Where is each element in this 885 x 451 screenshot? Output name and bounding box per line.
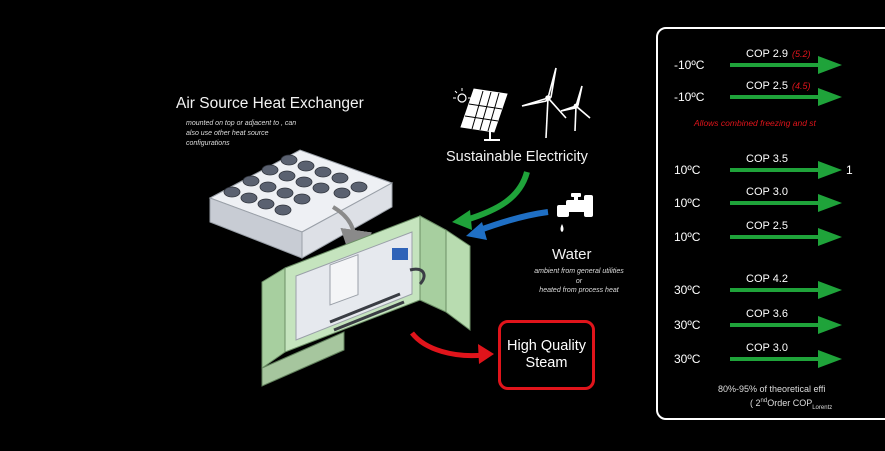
cop-arrow-head [818, 56, 842, 74]
cop-footer-line-2: ( 2ndOrder COPLorentz [750, 396, 832, 414]
wind-turbine-icon [521, 67, 591, 139]
water-note-line-1: ambient from general utilities [534, 268, 624, 275]
water-note: ambient from general utilities or heated… [520, 267, 638, 296]
steam-label: High Quality Steam [507, 338, 586, 371]
water-arrow [466, 209, 549, 240]
cop-value-label: COP 3.0 [746, 186, 788, 198]
steam-arrow [410, 331, 494, 364]
air-source-note: mounted on top or adjacent to , can also… [186, 120, 297, 147]
air-source-title: Air Source Heat Exchanger [176, 95, 364, 112]
cop-temp-label: 30ºC [674, 318, 701, 332]
cop-value-label: COP 3.0 [746, 342, 788, 354]
steam-output-box: High Quality Steam [498, 320, 595, 390]
water-title: Water [552, 246, 592, 263]
cop-value-label: COP 3.6 [746, 308, 788, 320]
cop-value-label: COP 2.9 [746, 48, 788, 60]
water-tap-icon [557, 193, 593, 232]
cop-value-label: COP 3.5 [746, 153, 788, 165]
cop-rows: -10ºC COP 2.9 (5.2) -10ºC COP 2.5 (4.5) Allows… [674, 48, 853, 368]
cop-arrow-head [818, 194, 842, 212]
heat-pump-container [261, 215, 471, 387]
cop-value-label: COP 2.5 [746, 80, 788, 92]
cop-temp-label: 30ºC [674, 352, 701, 366]
cop-temp-label: 30ºC [674, 283, 701, 297]
cop-arrow-head [818, 88, 842, 106]
cop-tail-label: 1 [846, 163, 853, 177]
electricity-arrow [452, 171, 530, 230]
solar-panel-icon [453, 88, 508, 141]
cop-temp-label: -10ºC [674, 90, 705, 104]
cop-alt-value: (5.2) [792, 49, 811, 59]
cop-alt-value: (4.5) [792, 81, 811, 91]
cop-temp-label: -10ºC [674, 58, 705, 72]
footer-sup: nd [760, 398, 768, 404]
cop-group-note: Allows combined freezing and st [693, 118, 817, 128]
cop-temp-label: 10ºC [674, 163, 701, 177]
electricity-title: Sustainable Electricity [446, 149, 588, 165]
cop-arrow-head [818, 316, 842, 334]
cop-footer-line-1: 80%-95% of theoretical effi [718, 384, 826, 394]
cop-value-label: COP 2.5 [746, 220, 788, 232]
cop-arrow-head [818, 228, 842, 246]
cop-panel: -10ºC COP 2.9 (5.2) -10ºC COP 2.5 (4.5) Allows… [656, 27, 885, 420]
footer-sub: Lorentz [812, 404, 833, 411]
water-note-line-3: heated from process heat [539, 287, 619, 294]
cop-temp-label: 10ºC [674, 230, 701, 244]
cop-arrow-head [818, 161, 842, 179]
footer-mid: Order COP [767, 398, 813, 408]
water-note-line-2: or [575, 277, 583, 285]
footer-pre: ( 2 [750, 398, 761, 408]
cop-value-label: COP 4.2 [746, 273, 788, 285]
cop-arrow-head [818, 350, 842, 368]
cop-temp-label: 10ºC [674, 196, 701, 210]
cop-arrow-head [818, 281, 842, 299]
